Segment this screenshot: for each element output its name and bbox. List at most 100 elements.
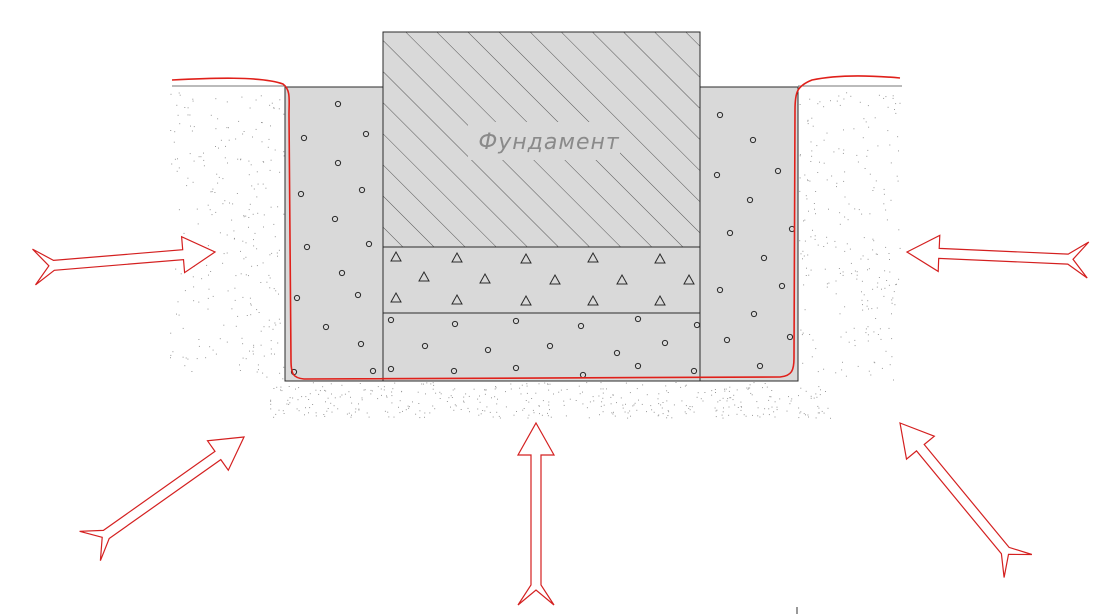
soil-dot [768, 408, 770, 410]
soil-dot [178, 92, 180, 94]
soil-dot [237, 158, 239, 160]
soil-dot [341, 384, 343, 386]
soil-dot [448, 397, 450, 399]
soil-dot [248, 217, 250, 218]
soil-dot [526, 385, 528, 387]
soil-dot [242, 240, 244, 242]
soil-dot [402, 410, 403, 412]
soil-dot [308, 399, 310, 400]
soil-dot [312, 382, 314, 384]
soil-dot [826, 286, 828, 288]
soil-dot [749, 384, 751, 386]
soil-dot [315, 389, 317, 391]
soil-dot [240, 159, 241, 161]
soil-dot [250, 164, 252, 166]
soil-dot [547, 412, 548, 414]
soil-dot [764, 408, 766, 410]
soil-dot [886, 219, 888, 221]
soil-dot [888, 327, 890, 329]
aggregate-circle [546, 342, 554, 350]
soil-dot [815, 348, 817, 350]
soil-dot [226, 252, 228, 254]
soil-dot [256, 196, 258, 198]
soil-dot [364, 389, 366, 391]
aggregate-circle [690, 367, 698, 375]
soil-dot [215, 98, 217, 100]
soil-dot [817, 412, 819, 414]
soil-dot [187, 114, 189, 116]
soil-dot [845, 331, 847, 333]
soil-dot [226, 101, 228, 103]
soil-dot [891, 313, 892, 315]
soil-dot [235, 275, 237, 277]
soil-dot [856, 154, 858, 156]
soil-dot [432, 388, 434, 390]
soil-dot [541, 414, 543, 416]
soil-dot [817, 172, 819, 173]
aggregate-circle [756, 362, 764, 370]
soil-dot [519, 387, 521, 389]
soil-dot [196, 358, 198, 360]
soil-dot [749, 387, 751, 389]
soil-dot [263, 326, 265, 328]
soil-dot [492, 416, 494, 418]
soil-dot [274, 236, 276, 238]
soil-dot [243, 131, 245, 132]
soil-dot [612, 394, 614, 396]
soil-dot [170, 332, 172, 334]
soil-dot [828, 208, 829, 210]
soil-dot [266, 376, 268, 378]
soil-dot [685, 405, 687, 407]
soil-dot [861, 291, 862, 293]
soil-dot [256, 171, 258, 173]
soil-dot [811, 150, 813, 152]
soil-dot [370, 389, 372, 391]
aggregate-circle [450, 367, 458, 375]
soil-dot [542, 400, 544, 402]
aggregate-triangle [451, 251, 463, 263]
soil-dot [804, 240, 806, 242]
soil-dot [732, 399, 734, 401]
soil-dot [844, 250, 846, 252]
soil-dot [661, 407, 663, 409]
soil-dot [811, 356, 813, 358]
soil-dot [217, 182, 219, 184]
soil-dot [233, 238, 235, 240]
soil-dot [249, 203, 251, 205]
soil-dot [840, 336, 842, 338]
soil-dot [484, 410, 486, 412]
soil-dot [764, 383, 766, 384]
soil-dot [368, 416, 370, 418]
soil-pressure-arrows [32, 234, 1090, 606]
soil-dot [854, 339, 856, 341]
soil-dot [807, 180, 809, 182]
soil-dot [523, 408, 525, 409]
soil-dot [633, 404, 635, 406]
soil-dot [653, 411, 655, 413]
soil-dot [881, 288, 882, 290]
soil-dot [830, 100, 831, 102]
soil-dot [854, 208, 856, 210]
soil-dot [867, 269, 868, 271]
soil-dot [170, 354, 172, 356]
soil-dot [861, 299, 863, 301]
soil-dot [740, 409, 742, 411]
soil-dot [407, 405, 409, 407]
soil-dot [582, 403, 584, 405]
soil-dot [392, 388, 394, 390]
soil-dot [790, 400, 792, 402]
soil-dot [191, 371, 193, 372]
soil-dot [889, 271, 891, 273]
soil-dot [812, 339, 814, 341]
soil-dot [673, 404, 675, 406]
soil-dot [198, 301, 200, 303]
soil-dot [286, 403, 288, 405]
aggregate-circle [693, 321, 701, 329]
soil-dot [191, 130, 193, 132]
soil-dot [273, 107, 275, 109]
soil-dot [799, 240, 801, 242]
soil-dot [856, 278, 858, 280]
soil-dot [252, 353, 254, 355]
soil-dot [415, 413, 417, 415]
soil-dot [296, 408, 298, 410]
